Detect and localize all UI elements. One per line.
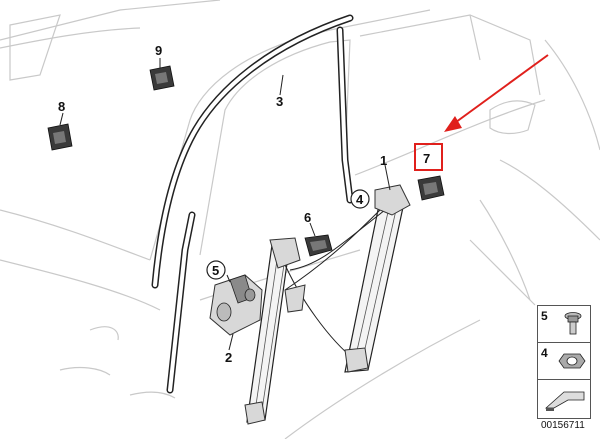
callout-1: 1	[380, 153, 387, 168]
parts-legend: 5 4	[537, 305, 591, 419]
callout-circle-4	[350, 189, 370, 209]
callout-4: 4	[356, 192, 364, 207]
legend-row-bolt: 5	[538, 306, 590, 343]
callout-8: 8	[58, 99, 65, 114]
legend-row-seal	[538, 380, 590, 417]
callout-2: 2	[225, 350, 232, 365]
nut-icon	[558, 353, 586, 369]
callout-circle-5	[206, 260, 226, 280]
legend-num-5: 5	[541, 309, 548, 323]
part-8	[47, 123, 73, 151]
leader-lines	[59, 58, 391, 351]
callout-5: 5	[212, 263, 219, 278]
reference-code: 00156711	[541, 420, 585, 431]
highlight-box	[414, 143, 443, 171]
window-regulator	[244, 184, 411, 425]
clip-part-7	[417, 175, 445, 201]
clip-part-6	[304, 234, 333, 257]
legend-num-4: 4	[541, 346, 548, 360]
highlight-arrow	[444, 54, 549, 132]
seal-strip-icon	[544, 391, 585, 411]
callout-7: 7	[423, 151, 430, 166]
callout-6: 6	[304, 210, 311, 225]
bolt-icon	[564, 312, 582, 335]
callout-3: 3	[276, 94, 283, 109]
part-9	[149, 65, 175, 91]
window-guide-rail	[151, 14, 354, 394]
legend-row-nut: 4	[538, 343, 590, 380]
callout-9: 9	[155, 43, 162, 58]
window-motor	[209, 274, 263, 336]
